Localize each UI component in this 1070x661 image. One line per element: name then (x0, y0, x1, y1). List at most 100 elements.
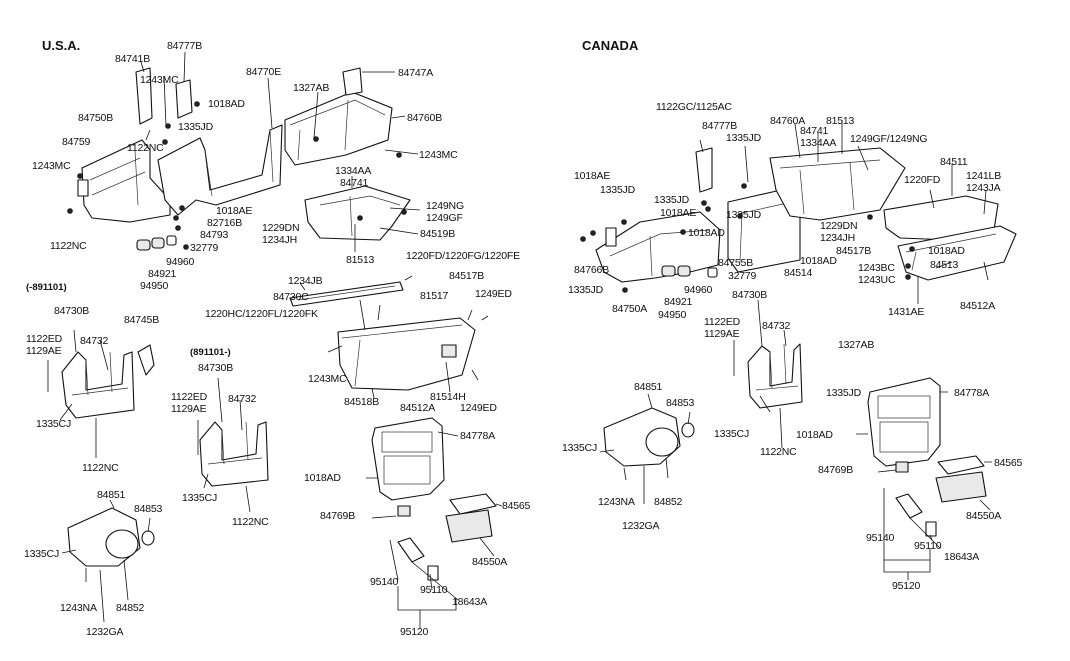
part-label: 1335JD (726, 132, 761, 144)
part-label: 1243NA (598, 496, 635, 508)
part-label: 84732 (228, 393, 257, 405)
part-label: 84769B (320, 510, 356, 522)
part-label: 84760A (770, 115, 806, 127)
part-label: 84921 (664, 296, 693, 308)
part-label: 1229DN (820, 220, 858, 232)
part-label: 1018AD (208, 98, 245, 110)
part-label: 1335CJ (36, 418, 71, 430)
part-label: 1335CJ (714, 428, 749, 440)
part-label: 84732 (762, 320, 791, 332)
part-label: 1243MC (419, 149, 458, 161)
part-label: 84741 (340, 177, 369, 189)
part-label: 84747A (398, 67, 434, 79)
part-label: 95140 (370, 576, 399, 588)
part-label: 1249ED (460, 402, 497, 414)
part-label: 1122NC (760, 446, 797, 458)
part-label: 1018AD (928, 245, 965, 257)
usa-shelf-84519b (304, 176, 421, 252)
usa-glovebox-door-84512a (289, 275, 489, 399)
part-label: 1232GA (622, 520, 660, 532)
canada-bracket-84730b (733, 299, 803, 449)
part-label: 84750A (612, 303, 648, 315)
usa-fasteners-upper (67, 101, 407, 251)
part-label: 84517B (449, 270, 485, 282)
part-label: 84853 (666, 397, 695, 409)
part-label: 84730B (732, 289, 768, 301)
part-label: 1018AE (574, 170, 611, 182)
canada-ashtray-84565 (877, 455, 992, 580)
region-title-canada: CANADA (582, 38, 639, 53)
part-label: 1334AA (335, 165, 372, 177)
part-label: 1249GF/1249NG (850, 133, 928, 145)
part-label: 1122ED (26, 333, 62, 345)
part-label: 1122ED (171, 391, 207, 403)
part-label: 81513 (346, 254, 375, 266)
part-label: 1229DN (262, 222, 300, 234)
part-label: 1335CJ (562, 442, 597, 454)
part-label: 81514H (430, 391, 466, 403)
part-label: 84851 (634, 381, 663, 393)
part-label: 1232GA (86, 626, 124, 638)
part-label: 84512A (960, 300, 996, 312)
region-title-usa: U.S.A. (42, 38, 81, 53)
part-label: 1241LB (966, 170, 1002, 182)
part-label: 84565 (502, 500, 531, 512)
usa-brackets-84741b (135, 51, 193, 141)
part-label: 81517 (420, 290, 449, 302)
part-label: 95110 (420, 584, 448, 596)
date-range-before: (-891101) (26, 282, 67, 293)
part-label: 84741 (800, 125, 829, 137)
part-label: 18643A (944, 551, 980, 563)
part-label: 84519B (420, 228, 456, 240)
part-label: 84853 (134, 503, 163, 515)
part-label: 32779 (728, 270, 757, 282)
part-label: 1129AE (171, 403, 207, 415)
canada-column-shroud-84851 (599, 393, 695, 504)
part-label: 84565 (994, 457, 1023, 469)
usa-center-frame-84770e (157, 77, 283, 216)
part-label: 95120 (400, 626, 429, 638)
canada-lower-panel-84750a (595, 211, 721, 283)
usa-ashtray-84565 (371, 493, 503, 628)
usa-lower-panel-84750b (77, 139, 171, 223)
part-label: 84511 (940, 156, 968, 168)
part-label: 1335JD (726, 209, 761, 221)
part-label: 1122ED (704, 316, 740, 328)
part-label: 1335CJ (182, 492, 217, 504)
part-label: 84518B (344, 396, 380, 408)
part-label: 84852 (654, 496, 683, 508)
part-label: 84745B (124, 314, 160, 326)
part-label: 94950 (658, 309, 687, 321)
part-label: 84512A (400, 402, 436, 414)
part-label: 84517B (836, 245, 872, 257)
part-label: 84851 (97, 489, 126, 501)
part-label: 84730C (273, 291, 309, 303)
usa-bezel-84778a (366, 417, 459, 501)
usa-glove-housing-84760b (284, 67, 419, 166)
part-label: 82716B (207, 217, 243, 229)
part-label: 84750B (78, 112, 114, 124)
part-label: 1122NC (82, 462, 119, 474)
part-label: 1220FD/1220FG/1220FE (406, 250, 520, 262)
usa-bracket-84730b-b (197, 377, 269, 513)
part-label: 1249GF (426, 212, 463, 224)
part-label: 84759 (62, 136, 91, 148)
part-label: 1220HC/1220FL/1220FK (205, 308, 318, 320)
part-label: 1234JB (288, 275, 323, 287)
part-label: 84766B (574, 264, 610, 276)
part-label: 95110 (914, 540, 942, 552)
part-label: 1335JD (178, 121, 213, 133)
part-label: 1249NG (426, 200, 464, 212)
part-label: 1122GC/1125AC (656, 101, 732, 113)
part-label: 32779 (190, 242, 219, 254)
part-label: 1129AE (26, 345, 62, 357)
part-label: 1018AE (660, 207, 697, 219)
part-label: 84730B (54, 305, 90, 317)
part-label: 95120 (892, 580, 921, 592)
part-label: 1243BC (858, 262, 895, 274)
part-label: 1334AA (800, 137, 837, 149)
canada-fasteners (580, 183, 915, 293)
part-label: 1335JD (568, 284, 603, 296)
usa-column-shroud-84851 (61, 499, 155, 623)
